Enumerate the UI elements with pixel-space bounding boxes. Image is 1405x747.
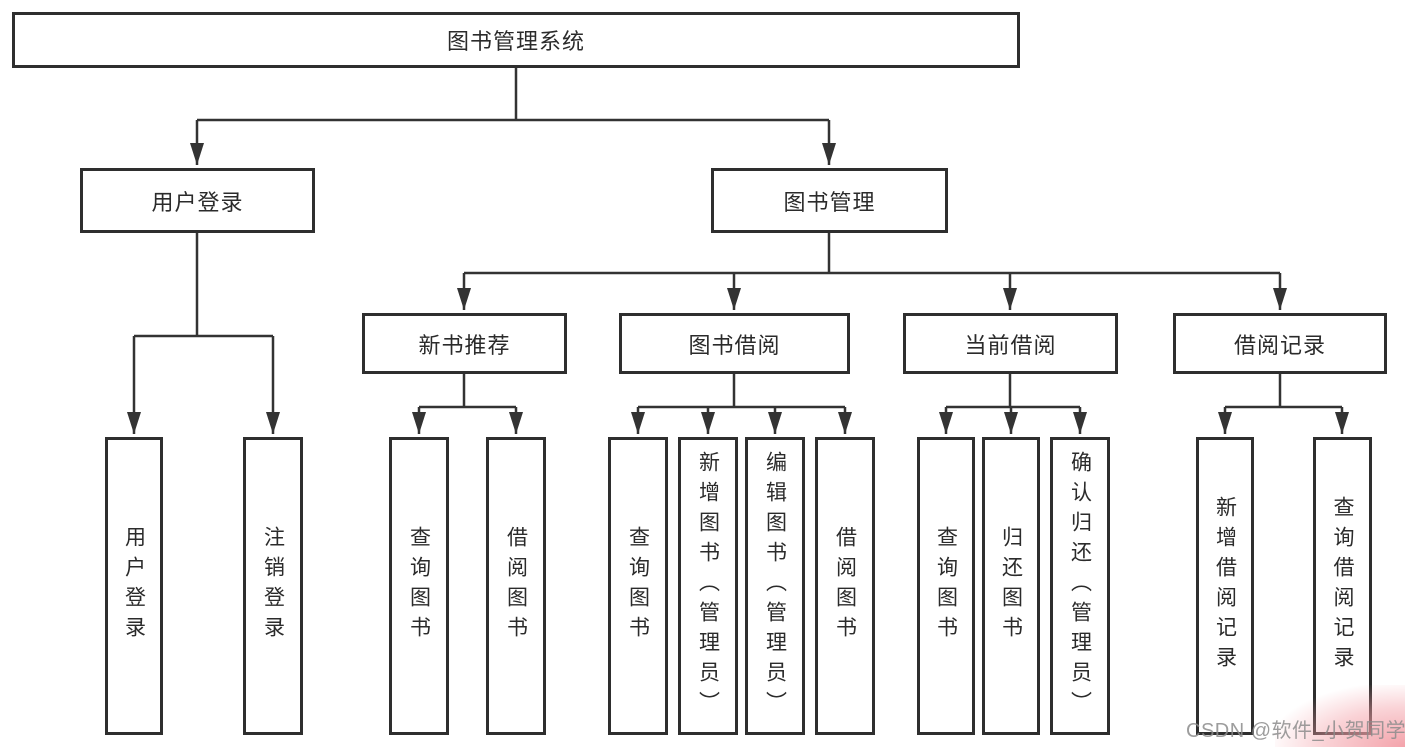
node-borrowing-records: 借阅记录 <box>1173 313 1387 374</box>
leaf-query-books-2: 查询图书 <box>608 437 668 735</box>
node-new-book-recommendation: 新书推荐 <box>362 313 567 374</box>
leaf-edit-books-admin: 编辑图书（管理员） <box>745 437 805 735</box>
leaf-confirm-return-admin: 确认归还（管理员） <box>1050 437 1110 735</box>
node-current-borrowing: 当前借阅 <box>903 313 1118 374</box>
leaf-query-books-3: 查询图书 <box>917 437 975 735</box>
node-library-management-system: 图书管理系统 <box>12 12 1020 68</box>
leaf-query-borrow-record: 查询借阅记录 <box>1313 437 1372 735</box>
leaf-query-books: 查询图书 <box>389 437 449 735</box>
node-book-borrowing: 图书借阅 <box>619 313 850 374</box>
leaf-return-books: 归还图书 <box>982 437 1040 735</box>
leaf-logout: 注销登录 <box>243 437 303 735</box>
leaf-borrow-books: 借阅图书 <box>486 437 546 735</box>
node-user-login: 用户登录 <box>80 168 315 233</box>
node-book-management: 图书管理 <box>711 168 948 233</box>
leaf-user-login: 用户登录 <box>105 437 163 735</box>
csdn-watermark: CSDN @软件_小贺同学 <box>1186 720 1405 742</box>
leaf-add-books-admin: 新增图书（管理员） <box>678 437 738 735</box>
leaf-add-borrow-record: 新增借阅记录 <box>1196 437 1254 735</box>
leaf-borrow-books-2: 借阅图书 <box>815 437 875 735</box>
